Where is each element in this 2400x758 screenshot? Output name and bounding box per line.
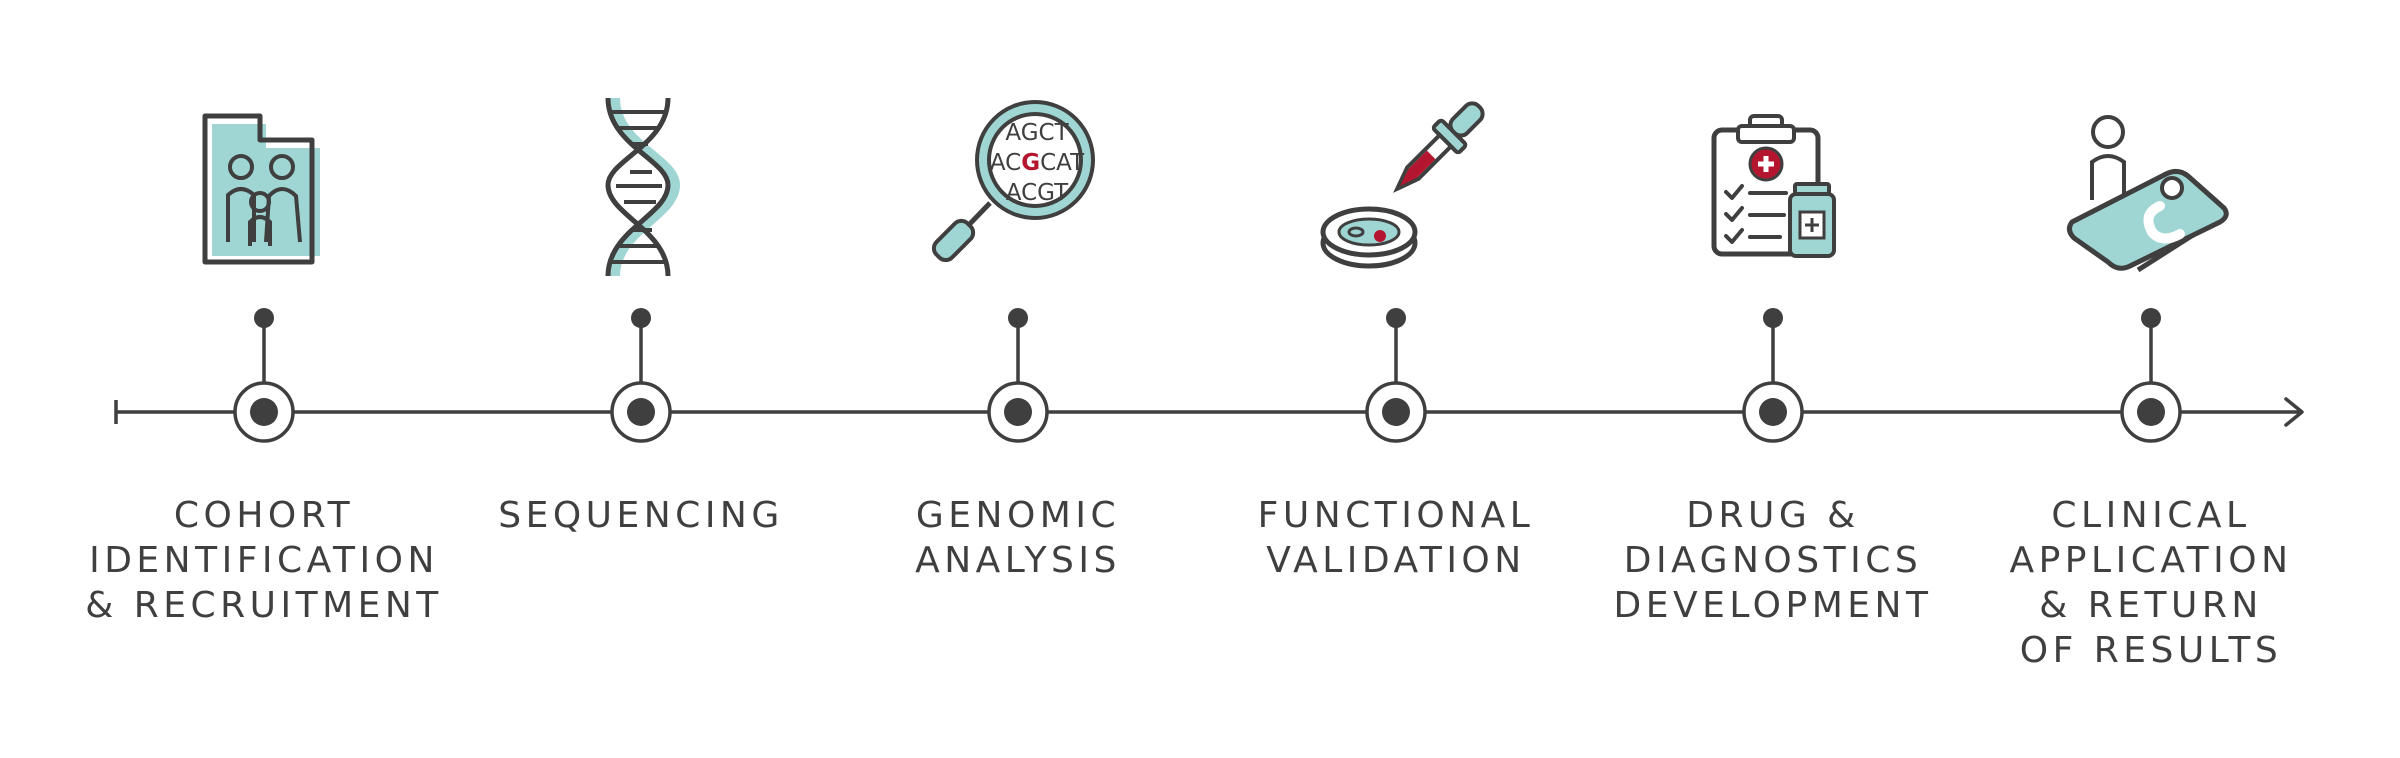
stage-2-label: SEQUENCING: [461, 493, 821, 538]
stage-5-marker: [1742, 308, 1804, 443]
stage-6-marker: [2120, 308, 2182, 443]
timeline-axis: [114, 397, 2304, 427]
stage-4-label-line-1: FUNCTIONAL: [1257, 495, 1535, 536]
stage-2-marker: [610, 308, 672, 443]
stage-2-label-line-1: SEQUENCING: [498, 495, 784, 536]
stage-3-marker: [987, 308, 1049, 443]
stage-5-label-line-2: DIAGNOSTICS: [1623, 540, 1923, 581]
stage-6-node-dot: [2137, 398, 2165, 426]
family-silhouette-icon: [202, 113, 320, 265]
stage-3-label: GENOMIC ANALYSIS: [838, 493, 1198, 583]
stage-5-node-dot: [1759, 398, 1787, 426]
stage-1-label-line-1: COHORT: [173, 495, 355, 536]
stage-3-label-line-1: GENOMIC: [915, 495, 1121, 536]
stage-6-label-line-4: OF RESULTS: [2019, 630, 2283, 671]
pipette-dish-icon: [1320, 101, 1485, 269]
stage-5-label-line-3: DEVELOPMENT: [1613, 585, 1933, 626]
clipboard-vial-icon: [1711, 114, 1836, 258]
stage-4-marker: [1365, 308, 1427, 443]
stage-1-node-dot: [250, 398, 278, 426]
sequence-line-2: ACGCAT: [990, 150, 1085, 176]
stage-1-label-line-3: & RECRUITMENT: [85, 585, 443, 626]
patient-bed-icon: [2066, 115, 2229, 273]
stage-2-node-dot: [627, 398, 655, 426]
stage-1-label: COHORT IDENTIFICATION & RECRUITMENT: [84, 493, 444, 628]
stage-6-label-line-2: APPLICATION: [2009, 540, 2293, 581]
magnifier-sequence-icon: AGCT ACGCAT ACGT: [931, 100, 1095, 263]
stage-3-label-line-2: ANALYSIS: [915, 540, 1121, 581]
sequence-line-1: AGCT: [1005, 120, 1069, 146]
stage-4-label: FUNCTIONAL VALIDATION: [1216, 493, 1576, 583]
stage-1-label-line-2: IDENTIFICATION: [89, 540, 439, 581]
dna-helix-icon: [605, 97, 681, 277]
sequence-line-3: ACGT: [1006, 180, 1069, 206]
stage-6-label: CLINICAL APPLICATION & RETURN OF RESULTS: [1971, 493, 2331, 673]
stage-6-label-line-3: & RETURN: [2039, 585, 2263, 626]
timeline-arrowhead: [2284, 397, 2304, 427]
stage-5-label-line-1: DRUG &: [1686, 495, 1860, 536]
stage-5-label: DRUG & DIAGNOSTICS DEVELOPMENT: [1593, 493, 1953, 628]
stage-1-marker: [233, 308, 295, 443]
stage-4-label-line-2: VALIDATION: [1266, 540, 1526, 581]
stage-6-label-line-1: CLINICAL: [2051, 495, 2251, 536]
stage-3-node-dot: [1004, 398, 1032, 426]
stage-4-node-dot: [1382, 398, 1410, 426]
